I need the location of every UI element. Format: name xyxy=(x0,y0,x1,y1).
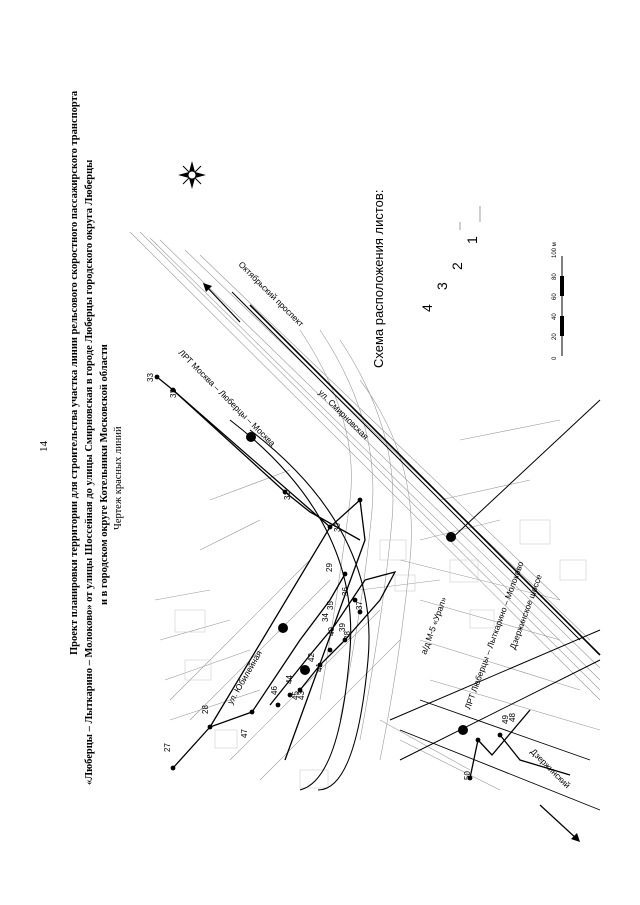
red-line-vertices xyxy=(154,374,503,781)
label-oktyabrsky: Октябрьский проспект xyxy=(237,259,306,328)
label-lrt-moskva: ЛРТ Москва – Люберцы – Москва xyxy=(177,347,278,448)
sheet-scheme-outline xyxy=(459,206,481,230)
scale-label-80: 80 xyxy=(552,273,558,280)
label-smirnovskaya: ул. Смирновская xyxy=(317,387,371,441)
scale-label-40: 40 xyxy=(552,313,558,320)
label-m5: а/д М-5 «Урал» xyxy=(418,595,448,655)
point-label-45: 45 xyxy=(291,691,300,700)
point-label-37: 37 xyxy=(355,601,364,610)
scale-label-100: 100 м xyxy=(552,242,558,258)
sheet-number-1: 1 xyxy=(464,236,480,244)
point-label-41: 41 xyxy=(315,663,324,672)
point-label-49: 49 xyxy=(501,715,510,724)
point-label-42: 42 xyxy=(307,653,316,662)
point-label-32: 32 xyxy=(169,389,178,398)
sheet-scheme-numbers: 4 3 2 1 xyxy=(419,236,480,312)
red-lines xyxy=(156,376,571,779)
main-roads xyxy=(229,291,601,811)
point-label-44: 44 xyxy=(285,675,294,684)
point-label-38: 38 xyxy=(343,631,352,640)
sheet-number-2: 2 xyxy=(449,262,465,270)
point-label-28: 28 xyxy=(201,705,210,714)
point-label-46: 46 xyxy=(270,686,279,695)
direction-arrow-2 xyxy=(539,804,580,842)
point-label-47: 47 xyxy=(240,729,249,738)
point-label-39: 39 xyxy=(338,623,347,632)
direction-arrow xyxy=(203,283,241,323)
point-label-29: 29 xyxy=(325,563,334,572)
point-label-35: 35 xyxy=(326,601,335,610)
point-label-50: 50 xyxy=(463,771,472,780)
scale-label-20: 20 xyxy=(552,333,558,340)
point-label-33: 33 xyxy=(146,373,155,382)
sheet-scheme-title: Схема расположения листов: xyxy=(371,190,386,368)
point-labels: 27 28 29 30 31 32 33 34 35 36 37 38 39 4… xyxy=(146,373,517,780)
point-label-40: 40 xyxy=(327,627,336,636)
scale-bar: 0 20 40 60 80 100 м xyxy=(552,242,564,360)
sheet-number-4: 4 xyxy=(419,304,435,312)
point-label-48: 48 xyxy=(508,713,517,722)
point-label-36: 36 xyxy=(341,587,350,596)
railway-markers xyxy=(246,432,468,735)
point-label-34: 34 xyxy=(321,613,330,622)
scale-label-0: 0 xyxy=(552,356,558,360)
sheet-number-3: 3 xyxy=(434,282,450,290)
point-label-43: 43 xyxy=(297,691,306,700)
point-label-30: 30 xyxy=(333,523,342,532)
background-detail xyxy=(174,519,587,789)
scale-label-60: 60 xyxy=(552,293,558,300)
point-label-31: 31 xyxy=(283,491,292,500)
compass-rose-icon xyxy=(178,161,206,189)
point-label-27: 27 xyxy=(163,743,172,752)
